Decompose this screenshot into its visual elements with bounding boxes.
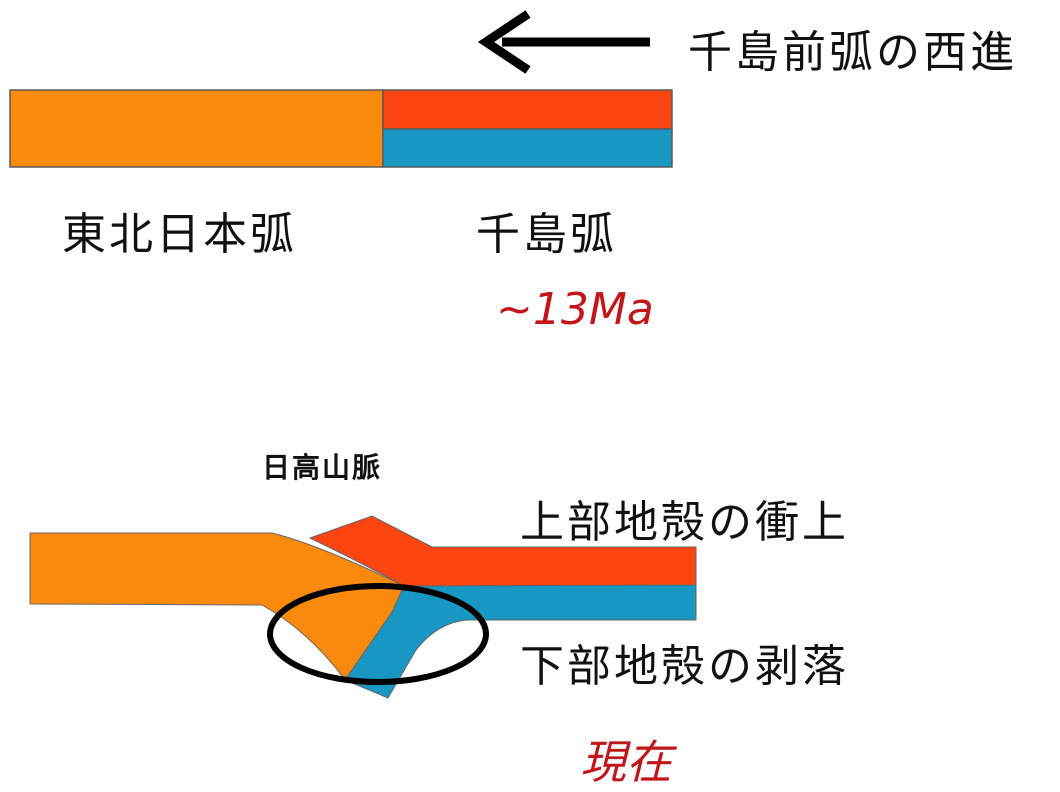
westward-motion-label: 千島前弧の西進 <box>688 27 1017 78</box>
hidaka-range-label: 日高山脈 <box>262 451 383 484</box>
upper-crust-thrust-label: 上部地殻の衝上 <box>520 497 849 548</box>
northeast-japan-arc-block <box>9 89 384 168</box>
kuril-lower-crust-block <box>382 128 673 168</box>
age-present-label: 現在 <box>580 735 672 789</box>
delamination-highlight-ellipse <box>267 583 489 685</box>
westward-arrow-icon <box>477 10 650 74</box>
northeast-japan-arc-label: 東北日本弧 <box>62 209 297 260</box>
kuril-lower-crust-layer <box>344 584 697 699</box>
lower-crust-delamination-label: 下部地殻の剥落 <box>520 641 849 692</box>
kuril-upper-crust-thrust <box>308 515 697 587</box>
northeast-japan-arc-layer <box>29 532 405 681</box>
kuril-upper-crust-block <box>382 89 673 130</box>
age-13ma-label: ~13Ma <box>496 284 654 335</box>
kuril-arc-label: 千島弧 <box>476 209 617 260</box>
